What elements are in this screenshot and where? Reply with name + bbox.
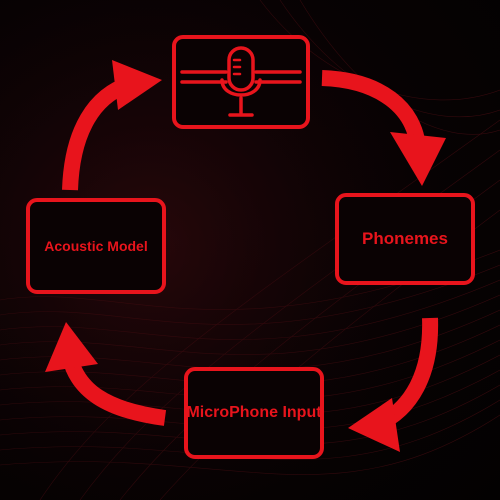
- arrow-recording-to-phonemes: [321, 70, 446, 186]
- arrow-phonemes-to-microphone: [348, 317, 439, 452]
- phonemes-label: Phonemes: [362, 228, 448, 248]
- node-phonemes-box: [335, 193, 475, 285]
- node-acoustic-model-box: [26, 198, 166, 294]
- node-microphone-input-box: [184, 367, 324, 459]
- arrow-microphone-to-acoustic: [45, 322, 167, 426]
- arrow-acoustic-to-recording: [62, 60, 162, 191]
- microphone-input-label: MicroPhone Input: [186, 404, 322, 422]
- acoustic-model-label: Acoustic Model: [44, 237, 148, 254]
- node-recording-box: [172, 35, 310, 129]
- microphone-icon: [180, 46, 302, 117]
